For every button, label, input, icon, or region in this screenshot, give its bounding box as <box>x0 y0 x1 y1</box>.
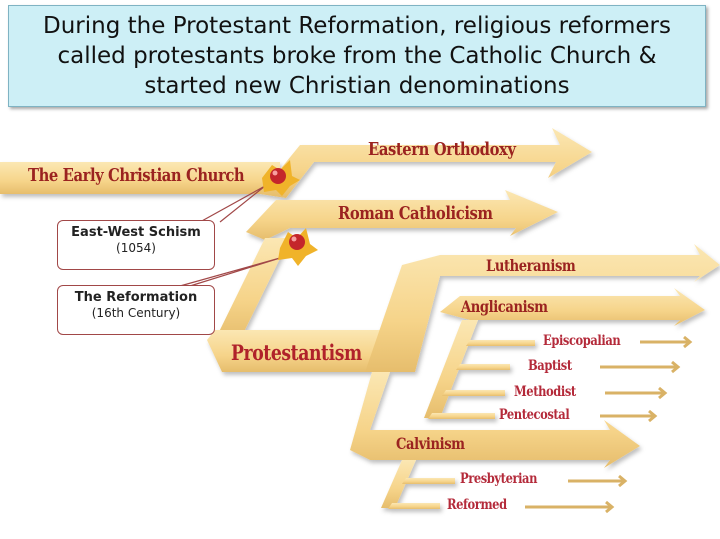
reformation-burst-icon <box>278 228 318 266</box>
label-episcopalian: Episcopalian <box>543 333 621 349</box>
slide-title-box: During the Protestant Reformation, relig… <box>8 5 706 107</box>
slide-title: During the Protestant Reformation, relig… <box>43 13 671 99</box>
schism-burst-icon <box>262 160 300 196</box>
label-reformed: Reformed <box>447 497 507 513</box>
label-roman-catholicism: Roman Catholicism <box>338 203 493 224</box>
callout-east-west-schism: East-West Schism (1054) <box>57 220 215 270</box>
label-lutheranism: Lutheranism <box>486 256 576 275</box>
label-calvinism: Calvinism <box>396 434 465 453</box>
label-protestantism: Protestantism <box>231 340 362 365</box>
callout-title: The Reformation <box>74 290 198 305</box>
label-methodist: Methodist <box>514 384 576 400</box>
callout-date: (1054) <box>116 241 156 255</box>
callout-date: (16th Century) <box>91 306 181 320</box>
label-presbyterian: Presbyterian <box>460 471 538 487</box>
label-baptist: Baptist <box>528 358 572 374</box>
callout-title: East-West Schism <box>71 225 201 240</box>
label-anglicanism: Anglicanism <box>461 297 548 316</box>
label-early-christian-church: The Early Christian Church <box>28 165 245 186</box>
label-eastern-orthodoxy: Eastern Orthodoxy <box>368 139 516 160</box>
callout-reformation: The Reformation (16th Century) <box>57 285 215 335</box>
label-pentecostal: Pentecostal <box>499 407 570 423</box>
